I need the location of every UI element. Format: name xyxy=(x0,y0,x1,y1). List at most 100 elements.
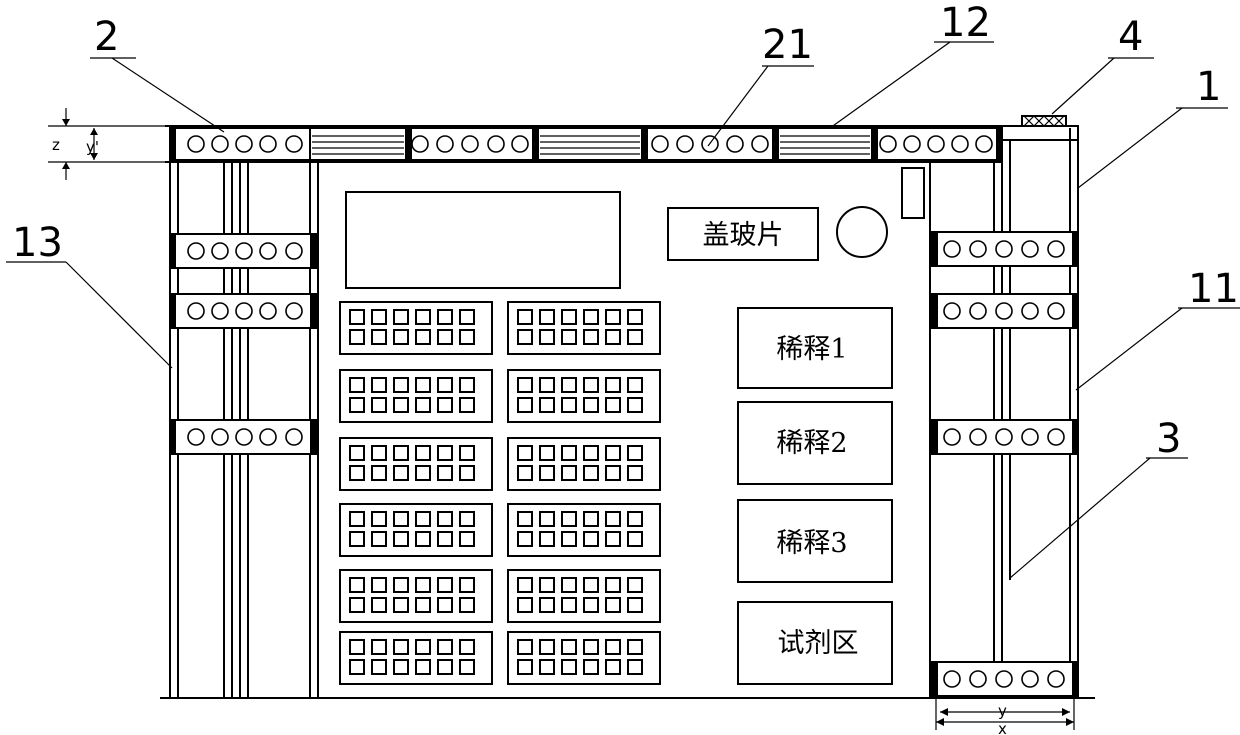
rack-cell xyxy=(460,330,474,344)
top-hole-block-4 xyxy=(872,128,1002,160)
rack-cell xyxy=(372,578,386,592)
right-hole-block-2 xyxy=(932,294,1078,328)
rack-cell xyxy=(438,378,452,392)
rack-cell xyxy=(540,578,554,592)
rack-cell xyxy=(394,598,408,612)
rack-cell xyxy=(518,532,532,546)
ref-12: 12 xyxy=(830,0,994,128)
rack-cell xyxy=(460,310,474,324)
left-rail xyxy=(170,128,310,698)
rack-cell xyxy=(628,532,642,546)
rack-cell xyxy=(518,398,532,412)
slide-rack xyxy=(340,370,492,422)
rack-cell xyxy=(584,598,598,612)
rack-cell xyxy=(540,330,554,344)
ref-11-label: 11 xyxy=(1188,266,1239,312)
rack-cell xyxy=(562,446,576,460)
rack-cell xyxy=(562,640,576,654)
rack-cell xyxy=(606,512,620,526)
rack-cell xyxy=(628,310,642,324)
rack-cell xyxy=(394,330,408,344)
rack-cell xyxy=(540,512,554,526)
top-hole-block-2 xyxy=(406,128,538,160)
rack-cell xyxy=(438,398,452,412)
dim-y-prime-label: y' xyxy=(86,138,99,156)
rack-cell xyxy=(584,466,598,480)
rack-cell xyxy=(460,532,474,546)
rack-cell xyxy=(394,398,408,412)
ref-4-label: 4 xyxy=(1118,14,1143,60)
rack-cell xyxy=(438,660,452,674)
rack-cell xyxy=(540,446,554,460)
rack-cell xyxy=(584,512,598,526)
left-hole-block-1 xyxy=(170,234,316,268)
rack-cell xyxy=(438,466,452,480)
rack-cell xyxy=(460,512,474,526)
rack-cell xyxy=(540,532,554,546)
rack-cell xyxy=(606,660,620,674)
rack-cell xyxy=(372,660,386,674)
rack-cell xyxy=(628,640,642,654)
rack-cell xyxy=(394,640,408,654)
rack-cell xyxy=(460,378,474,392)
rack-cell xyxy=(460,466,474,480)
left-hole-block-3 xyxy=(170,420,316,454)
rack-cell xyxy=(350,532,364,546)
rack-cell xyxy=(562,398,576,412)
dilution-zone-1-label: 稀释1 xyxy=(776,334,847,365)
rack-cell xyxy=(562,512,576,526)
rack-cell xyxy=(562,378,576,392)
rack-cell xyxy=(606,330,620,344)
rack-cell xyxy=(584,578,598,592)
rack-cell xyxy=(562,660,576,674)
rack-cell xyxy=(540,660,554,674)
reagent-zone-label: 试剂区 xyxy=(778,628,859,659)
rack-cell xyxy=(540,398,554,412)
rack-cell xyxy=(350,398,364,412)
rack-cell xyxy=(350,378,364,392)
dilution-zone-3-label: 稀释3 xyxy=(776,528,847,559)
rack-cell xyxy=(372,466,386,480)
rack-cell xyxy=(394,532,408,546)
rack-cell xyxy=(416,660,430,674)
rack-cell xyxy=(394,578,408,592)
rack-cell xyxy=(394,660,408,674)
rack-cell xyxy=(372,640,386,654)
rack-cell xyxy=(372,378,386,392)
rack-cell xyxy=(628,512,642,526)
rack-cell xyxy=(518,330,532,344)
rack-cell xyxy=(438,330,452,344)
rack-cell xyxy=(540,640,554,654)
rack-cell xyxy=(460,398,474,412)
rack-cell xyxy=(350,330,364,344)
slide-rack xyxy=(508,632,660,684)
rack-cell xyxy=(606,466,620,480)
rack-cell xyxy=(540,378,554,392)
rack-cell xyxy=(460,660,474,674)
dim-z-label: z xyxy=(52,136,60,154)
rack-cell xyxy=(438,532,452,546)
ref-3-label: 3 xyxy=(1156,416,1181,462)
rack-cell xyxy=(416,378,430,392)
rack-cell xyxy=(416,398,430,412)
rack-cell xyxy=(628,330,642,344)
rack-cell xyxy=(606,378,620,392)
rack-cell xyxy=(350,310,364,324)
dim-y-label: y xyxy=(998,702,1007,720)
rack-cell xyxy=(606,532,620,546)
rack-cell xyxy=(540,598,554,612)
rack-cell xyxy=(518,512,532,526)
rack-cell xyxy=(460,446,474,460)
rack-cell xyxy=(438,640,452,654)
rack-cell xyxy=(394,310,408,324)
ref-13-label: 13 xyxy=(12,220,63,266)
rack-cell xyxy=(628,466,642,480)
rack-cell xyxy=(394,512,408,526)
rack-cell xyxy=(606,398,620,412)
ref-1: 1 xyxy=(1078,64,1228,188)
ref-4: 4 xyxy=(1052,14,1154,114)
top-hole-block-1 xyxy=(170,128,310,160)
dim-x-label: x xyxy=(998,720,1007,735)
display-window xyxy=(346,192,620,288)
